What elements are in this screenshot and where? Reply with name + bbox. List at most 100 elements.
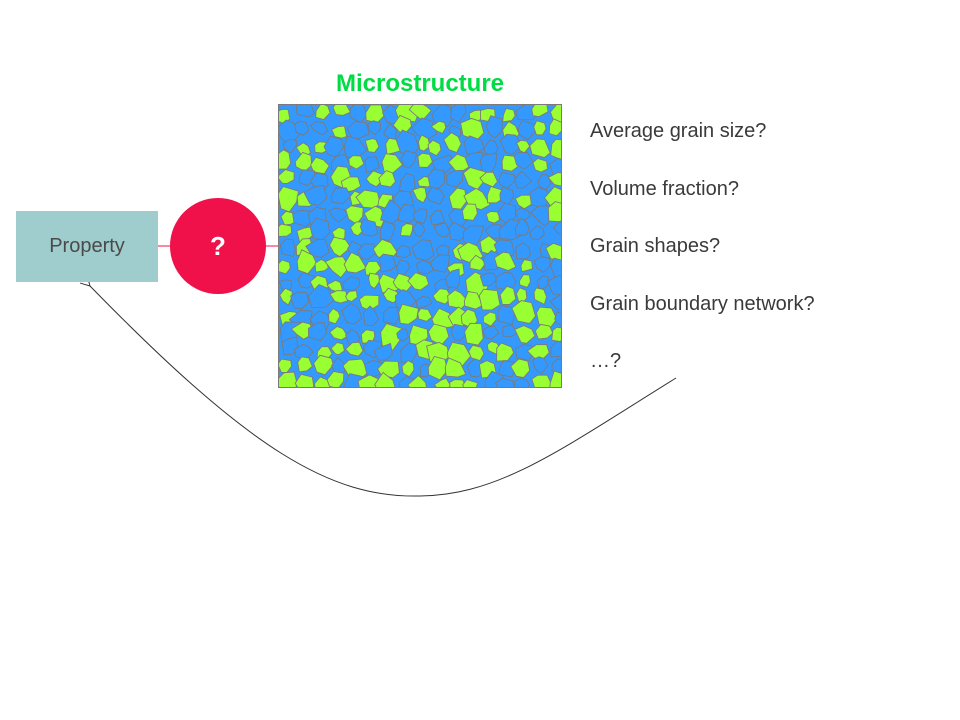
grain	[532, 356, 549, 375]
grain	[485, 115, 503, 139]
grain	[407, 272, 430, 291]
grain	[315, 104, 331, 121]
grain	[330, 187, 352, 205]
grain	[324, 256, 350, 279]
property-label: Property	[49, 235, 125, 257]
grain	[520, 258, 533, 273]
grain	[450, 323, 468, 341]
grain	[427, 355, 449, 381]
grain	[510, 358, 531, 379]
grain	[425, 186, 445, 205]
grain	[462, 379, 479, 388]
grain	[380, 323, 404, 351]
microstructure-title: Microstructure	[335, 70, 505, 97]
grain	[279, 287, 293, 306]
question-item: Average grain size?	[590, 120, 767, 142]
grain	[295, 104, 315, 118]
grain	[514, 170, 533, 189]
grain	[429, 209, 446, 225]
grain	[313, 354, 334, 376]
grain	[398, 303, 420, 325]
grain	[293, 120, 310, 136]
grain	[380, 199, 405, 225]
grain	[326, 370, 345, 388]
property-box: Property	[16, 211, 158, 282]
grain	[373, 342, 393, 361]
grain	[364, 138, 380, 153]
grain	[415, 295, 433, 308]
grain	[383, 306, 400, 325]
question-circle: ?	[170, 198, 266, 294]
grain	[518, 274, 531, 288]
grain	[537, 173, 552, 191]
grain	[517, 119, 536, 141]
grain	[411, 239, 435, 261]
grain	[297, 271, 315, 289]
grain	[412, 186, 427, 204]
grain	[463, 290, 484, 310]
grain	[547, 172, 562, 187]
grain	[305, 238, 330, 258]
grain	[303, 184, 328, 206]
grain	[342, 276, 361, 291]
grain	[278, 371, 298, 388]
grain	[482, 325, 500, 340]
grain	[444, 357, 467, 378]
grain	[511, 300, 536, 324]
grain	[549, 293, 562, 311]
microstructure-image	[278, 104, 562, 388]
grain	[533, 120, 547, 136]
grain	[363, 360, 384, 378]
grain	[329, 325, 349, 341]
grain	[533, 287, 547, 306]
grain	[430, 120, 447, 134]
grain	[341, 302, 363, 325]
grain	[346, 121, 370, 140]
grain	[348, 155, 365, 170]
question-item: Grain shapes?	[590, 235, 721, 257]
grain	[290, 291, 310, 310]
grain	[484, 224, 503, 240]
grain	[427, 168, 446, 189]
grain	[310, 156, 330, 175]
grain	[294, 373, 315, 388]
grain	[433, 377, 452, 388]
grain	[534, 323, 554, 340]
grain	[278, 259, 291, 275]
grain	[356, 243, 377, 260]
grain	[278, 223, 293, 237]
grain	[407, 374, 427, 388]
grain	[379, 220, 396, 241]
grain	[514, 217, 530, 236]
grain	[432, 288, 453, 305]
grain	[307, 283, 336, 309]
grain	[329, 290, 349, 304]
grain	[309, 121, 329, 136]
grain	[514, 325, 536, 344]
grain	[330, 341, 345, 356]
grain	[417, 134, 431, 152]
grain	[549, 370, 562, 388]
grain	[496, 342, 515, 362]
grain	[461, 203, 478, 221]
question-list: Average grain size? Volume fraction? Gra…	[590, 117, 815, 405]
grain	[444, 268, 461, 289]
question-item: Volume fraction?	[590, 177, 739, 200]
grain	[443, 132, 462, 154]
grain	[531, 374, 554, 388]
grain	[498, 360, 515, 378]
grain	[343, 251, 367, 274]
grain	[433, 222, 451, 238]
grain	[417, 152, 434, 168]
grain	[374, 371, 396, 388]
grain	[281, 336, 299, 356]
grain	[552, 221, 562, 235]
grain	[469, 254, 486, 271]
grain	[396, 244, 412, 259]
grain	[344, 341, 364, 357]
grain	[367, 120, 381, 136]
grain	[417, 308, 433, 322]
grain	[278, 169, 295, 185]
